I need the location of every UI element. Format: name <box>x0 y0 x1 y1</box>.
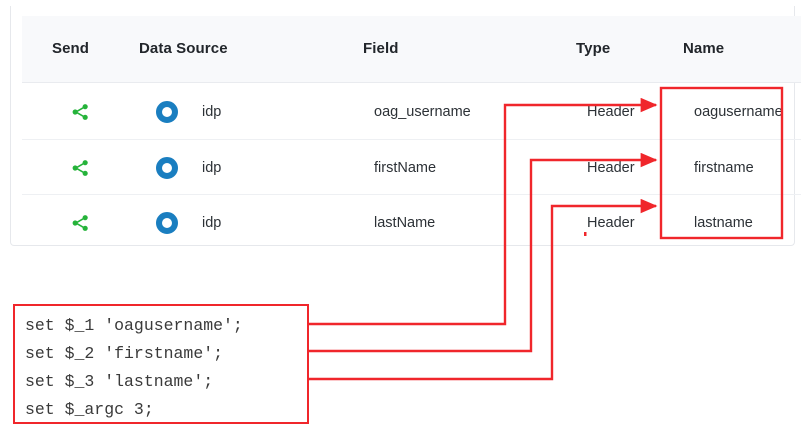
mapping-table-card: Send Data Source Field Type Name <box>10 6 801 246</box>
data-source-value: idp <box>202 214 222 231</box>
table-row[interactable]: idp lastName Header lastname <box>22 194 801 249</box>
name-value: firstname <box>694 159 754 176</box>
code-line: set $_1 'oagusername'; <box>25 316 243 335</box>
code-line: set $_3 'lastname'; <box>25 372 214 391</box>
table-header-row <box>22 16 801 83</box>
column-header-data-source[interactable]: Data Source <box>139 40 228 57</box>
share-icon[interactable] <box>70 158 90 178</box>
data-source-value: idp <box>202 103 222 120</box>
data-source-icon-cell <box>146 195 188 250</box>
type-value: Header <box>587 159 635 176</box>
field-value: oag_username <box>374 103 471 120</box>
send-cell[interactable] <box>58 84 102 139</box>
blue-ring-icon <box>156 100 178 123</box>
name-value: lastname <box>694 214 753 231</box>
code-block: set $_1 'oagusername'; set $_2 'firstnam… <box>13 304 309 424</box>
data-source-icon-cell <box>146 140 188 195</box>
code-line: set $_argc 3; <box>25 400 154 419</box>
field-value: firstName <box>374 159 437 176</box>
data-source-value: idp <box>202 159 222 176</box>
blue-ring-icon <box>156 156 178 179</box>
code-line: set $_2 'firstname'; <box>25 344 224 363</box>
share-icon[interactable] <box>70 213 90 233</box>
column-header-send[interactable]: Send <box>52 40 90 57</box>
share-icon[interactable] <box>70 102 90 122</box>
name-value: oagusername <box>694 103 783 120</box>
field-value: lastName <box>374 214 436 231</box>
table-row[interactable]: idp oag_username Header oagusername <box>22 84 801 139</box>
table-row[interactable]: idp firstName Header firstname <box>22 139 801 194</box>
column-header-name[interactable]: Name <box>683 40 725 57</box>
column-header-type[interactable]: Type <box>576 40 611 57</box>
send-cell[interactable] <box>58 140 102 195</box>
send-cell[interactable] <box>58 195 102 250</box>
type-value: Header <box>587 214 635 231</box>
blue-ring-icon <box>156 211 178 234</box>
data-source-icon-cell <box>146 84 188 139</box>
type-value: Header <box>587 103 635 120</box>
column-header-field[interactable]: Field <box>363 40 399 57</box>
